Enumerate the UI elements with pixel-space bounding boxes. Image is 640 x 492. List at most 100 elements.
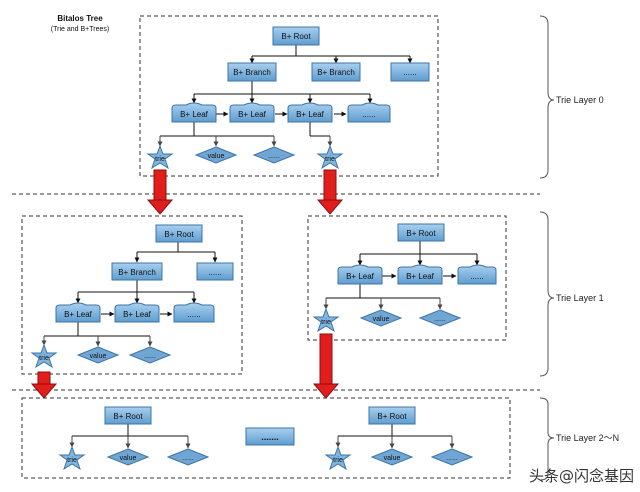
l1b-b-leaf-2-label: B+ Leaf [406, 272, 435, 281]
l1a-b-root-label: B+ Root [164, 230, 194, 239]
layer0-tree: B+ Root B+ Branch B+ Branch ...... B+ Le… [146, 26, 430, 170]
diagram-title: Bitalos Tree [57, 14, 103, 23]
l0-trie-star-2 [316, 144, 344, 170]
layer0-container [139, 15, 439, 177]
l1b-value-diamond [359, 309, 403, 327]
layer1-left-container [21, 215, 243, 375]
red-arrow-head-3 [30, 383, 58, 399]
l0-b-branch-2 [311, 62, 361, 82]
layer2-right-tree: B+ Root trie value ...... [324, 406, 474, 471]
l0-b-leaf-3-label: B+ Leaf [296, 110, 325, 119]
l2b-trie-star [324, 445, 352, 471]
red-arrow-head-2 [316, 199, 344, 215]
red-arrows-1-2 [30, 333, 340, 399]
l1b-trie-star [312, 307, 340, 333]
l0-trie-star-1 [146, 144, 174, 170]
layer0-label: Trie Layer 0 [556, 95, 604, 105]
watermark: 头条@闪念基因 [528, 467, 634, 485]
layer1-right-tree: B+ Root B+ Leaf B+ Leaf ...... trie valu… [312, 223, 497, 333]
red-arrow-head-4 [312, 383, 340, 399]
l0-b-leaf-1 [171, 102, 217, 123]
l1b-b-root [397, 223, 445, 242]
layer1-bracket [539, 211, 555, 377]
l1b-ellipsis-diamond-label: ...... [434, 316, 446, 323]
l1b-b-leaf-2 [397, 264, 443, 285]
l1b-b-leaf-1-label: B+ Leaf [346, 272, 375, 281]
layer2-label: Trie Layer 2～N [556, 433, 619, 443]
l1a-b-leaf-2 [114, 302, 160, 323]
l0-b-leaf-2-label: B+ Leaf [238, 110, 267, 119]
l2a-ellipsis-diamond-label: ...... [182, 455, 194, 462]
diagram-subtitle: (Trie and B+Trees) [51, 26, 109, 33]
l1a-b-branch-label: B+ Branch [118, 268, 156, 277]
l1a-b-leaf-1-label: B+ Leaf [64, 310, 93, 319]
layer2-left-tree: B+ Root trie value ...... [58, 406, 210, 471]
l2b-ellipsis-diamond-label: ...... [446, 455, 458, 462]
l0-trie-star-2-label: trie [325, 156, 335, 163]
red-arrow-shaft-1 [153, 169, 167, 203]
layer1-label: Trie Layer 1 [556, 293, 604, 303]
red-arrow-shaft-4 [319, 333, 333, 387]
l1a-branch-ellipsis [196, 262, 234, 281]
red-arrows-0-1 [146, 169, 344, 215]
l2a-b-root-label: B+ Root [113, 412, 143, 421]
l1a-b-leaf-1 [55, 302, 101, 323]
l1b-ellipsis-diamond [418, 309, 462, 327]
l1a-branch-ellipsis-label: ...... [208, 268, 221, 277]
l1a-b-root [155, 224, 203, 243]
layer2-bracket [539, 397, 555, 481]
l0-value-diamond-label: value [208, 153, 225, 160]
l1a-leaf-ellipsis-label: ...... [187, 310, 200, 319]
l1a-b-leaf-2-label: B+ Leaf [123, 310, 152, 319]
l0-value-diamond [194, 146, 238, 164]
l0-b-leaf-1-label: B+ Leaf [180, 110, 209, 119]
l1b-leaf-ellipsis-label: ...... [470, 272, 483, 281]
l1a-ellipsis-diamond [128, 346, 172, 364]
l1b-b-root-label: B+ Root [406, 229, 436, 238]
l1a-ellipsis-diamond-label: ...... [144, 353, 156, 360]
l1a-leaf-ellipsis [173, 302, 215, 323]
l2a-trie-star-label: trie [67, 457, 77, 464]
l1b-b-leaf-1 [337, 264, 383, 285]
l0-b-leaf-2 [229, 102, 275, 123]
l1a-trie-star [30, 343, 58, 369]
l0-b-root [272, 26, 320, 46]
l0-trie-star-1-label: trie [155, 156, 165, 163]
l2a-value-diamond [106, 448, 150, 466]
l1b-leaf-ellipsis [457, 264, 497, 285]
l1a-trie-star-label: trie [39, 355, 49, 362]
layer1-left-tree: B+ Root B+ Branch ...... B+ Leaf B+ Leaf… [30, 224, 234, 369]
l0-branch-ellipsis [390, 62, 430, 82]
l0-branch-ellipsis-label: ...... [403, 68, 416, 77]
red-arrow-shaft-2 [323, 169, 337, 203]
l0-leaf-ellipsis-label: ...... [362, 110, 375, 119]
l2b-value-diamond [370, 448, 414, 466]
l2-between-ellipsis-label: ....... [261, 432, 279, 442]
l1a-value-diamond [76, 346, 120, 364]
layer0-bracket [539, 15, 555, 179]
l0-ellipsis-diamond [252, 146, 296, 164]
l2b-trie-star-label: trie [333, 457, 343, 464]
l1a-b-branch [111, 262, 163, 281]
l2b-b-root [368, 406, 416, 425]
l2b-ellipsis-diamond [430, 448, 474, 466]
l2a-value-diamond-label: value [120, 455, 137, 462]
l0-b-leaf-3 [287, 102, 333, 123]
l0-b-branch-1 [227, 62, 277, 82]
layer2-container [21, 397, 511, 479]
red-arrow-head-1 [146, 199, 174, 215]
l1b-trie-star-label: trie [321, 319, 331, 326]
l2b-b-root-label: B+ Root [377, 412, 407, 421]
l2-between-ellipsis [245, 427, 295, 446]
l0-leaf-ellipsis [347, 102, 391, 123]
l1b-value-diamond-label: value [373, 316, 390, 323]
l2a-b-root [104, 406, 152, 425]
l0-b-branch-1-label: B+ Branch [233, 68, 271, 77]
l0-b-branch-2-label: B+ Branch [317, 68, 355, 77]
l0-b-root-label: B+ Root [281, 32, 311, 41]
l2b-value-diamond-label: value [384, 455, 401, 462]
layer1-right-container [307, 215, 507, 341]
l1a-value-diamond-label: value [90, 353, 107, 360]
l2a-trie-star [58, 445, 86, 471]
